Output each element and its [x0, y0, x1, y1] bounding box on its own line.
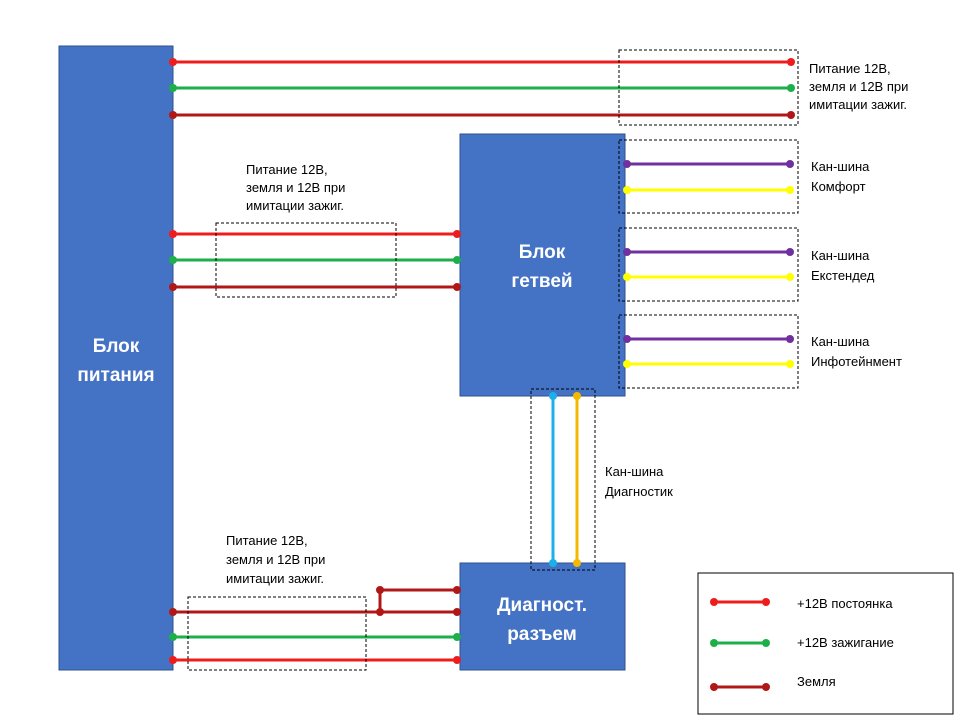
wire-end-dot	[573, 392, 581, 400]
wire-end-dot	[623, 160, 631, 168]
diag-power-wires	[169, 586, 461, 664]
legend-swatch-dot	[762, 683, 770, 691]
wire-end-dot	[169, 58, 177, 66]
wire-end-dot	[169, 84, 177, 92]
wire-end-dot	[623, 360, 631, 368]
can-extended-group-box	[618, 227, 799, 302]
wire-end-dot	[376, 608, 384, 616]
can-extended-wires	[623, 248, 794, 281]
can-extended-label: Кан-шина Екстендед	[811, 248, 875, 283]
can-diagnostic-group-box	[530, 388, 596, 571]
gateway-power-group-box	[215, 222, 397, 298]
wire-end-dot	[169, 283, 177, 291]
legend-label: +12В постоянка	[797, 596, 893, 611]
gateway-label-line2: гетвей	[511, 271, 572, 292]
can-diagnostic-wires	[549, 392, 581, 567]
legend-label: +12В зажигание	[797, 635, 894, 650]
wire-end-dot	[786, 335, 794, 343]
can-infotainment-wires	[623, 335, 794, 368]
wire-end-dot	[787, 58, 795, 66]
legend-label: Земля	[797, 674, 836, 689]
wire-end-dot	[787, 111, 795, 119]
diag-connector-block	[459, 562, 626, 671]
gateway-power-label: Питание 12В, земля и 12В при имитации за…	[246, 162, 349, 213]
wire-end-dot	[453, 283, 461, 291]
wire-end-dot	[453, 633, 461, 641]
wire-end-dot	[453, 256, 461, 264]
wire-ground-branch	[378, 588, 457, 612]
top-power-group-box	[618, 49, 799, 126]
wire-end-dot	[786, 186, 794, 194]
can-comfort-wires	[623, 160, 794, 194]
gateway-label-line1: Блок	[519, 242, 566, 263]
wire-end-dot	[169, 656, 177, 664]
wire-end-dot	[169, 256, 177, 264]
wire-end-dot	[623, 273, 631, 281]
legend-item-plus12-ignition: +12В зажигание	[710, 635, 894, 650]
top-power-label: Питание 12В, земля и 12В при имитации за…	[809, 61, 912, 112]
legend-item-plus12-constant: +12В постоянка	[710, 596, 893, 611]
can-diagnostic-label: Кан-шина Диагностик	[605, 464, 673, 499]
wire-end-dot	[453, 586, 461, 594]
can-comfort-group-box	[618, 139, 799, 214]
wire-end-dot	[786, 160, 794, 168]
wire-end-dot	[623, 186, 631, 194]
wire-end-dot	[169, 633, 177, 641]
wire-end-dot	[169, 230, 177, 238]
can-comfort-label: Кан-шина Комфорт	[811, 159, 873, 194]
top-power-wires	[169, 58, 795, 119]
power-supply-label-line1: Блок	[93, 336, 140, 357]
wire-end-dot	[573, 559, 581, 567]
gateway-power-wires	[169, 230, 461, 291]
diag-power-label: Питание 12В, земля и 12В при имитации за…	[226, 533, 329, 586]
legend: +12В постоянка +12В зажигание Земля	[697, 572, 954, 715]
wire-end-dot	[453, 608, 461, 616]
wire-end-dot	[623, 335, 631, 343]
wire-end-dot	[786, 273, 794, 281]
wire-end-dot	[549, 392, 557, 400]
can-infotainment-label: Кан-шина Инфотейнмент	[811, 334, 902, 369]
diag-connector-label-line2: разъем	[507, 624, 577, 645]
legend-swatch-dot	[762, 639, 770, 647]
wire-end-dot	[786, 248, 794, 256]
power-supply-label-line2: питания	[77, 365, 154, 386]
legend-swatch-dot	[710, 639, 718, 647]
legend-swatch-dot	[710, 683, 718, 691]
wire-end-dot	[786, 360, 794, 368]
wire-end-dot	[623, 248, 631, 256]
gateway-block	[459, 133, 626, 397]
wire-end-dot	[169, 111, 177, 119]
diag-connector-label-line1: Диагност.	[497, 595, 587, 616]
legend-swatch-dot	[762, 598, 770, 606]
can-infotainment-group-box	[618, 314, 799, 389]
wire-end-dot	[376, 586, 384, 594]
diag-power-group-box	[187, 596, 367, 671]
legend-swatch-dot	[710, 598, 718, 606]
wire-end-dot	[453, 656, 461, 664]
wire-end-dot	[453, 230, 461, 238]
wire-end-dot	[787, 84, 795, 92]
power-supply-block	[58, 45, 174, 671]
wire-end-dot	[169, 608, 177, 616]
legend-item-ground: Земля	[710, 674, 836, 691]
wire-end-dot	[549, 559, 557, 567]
